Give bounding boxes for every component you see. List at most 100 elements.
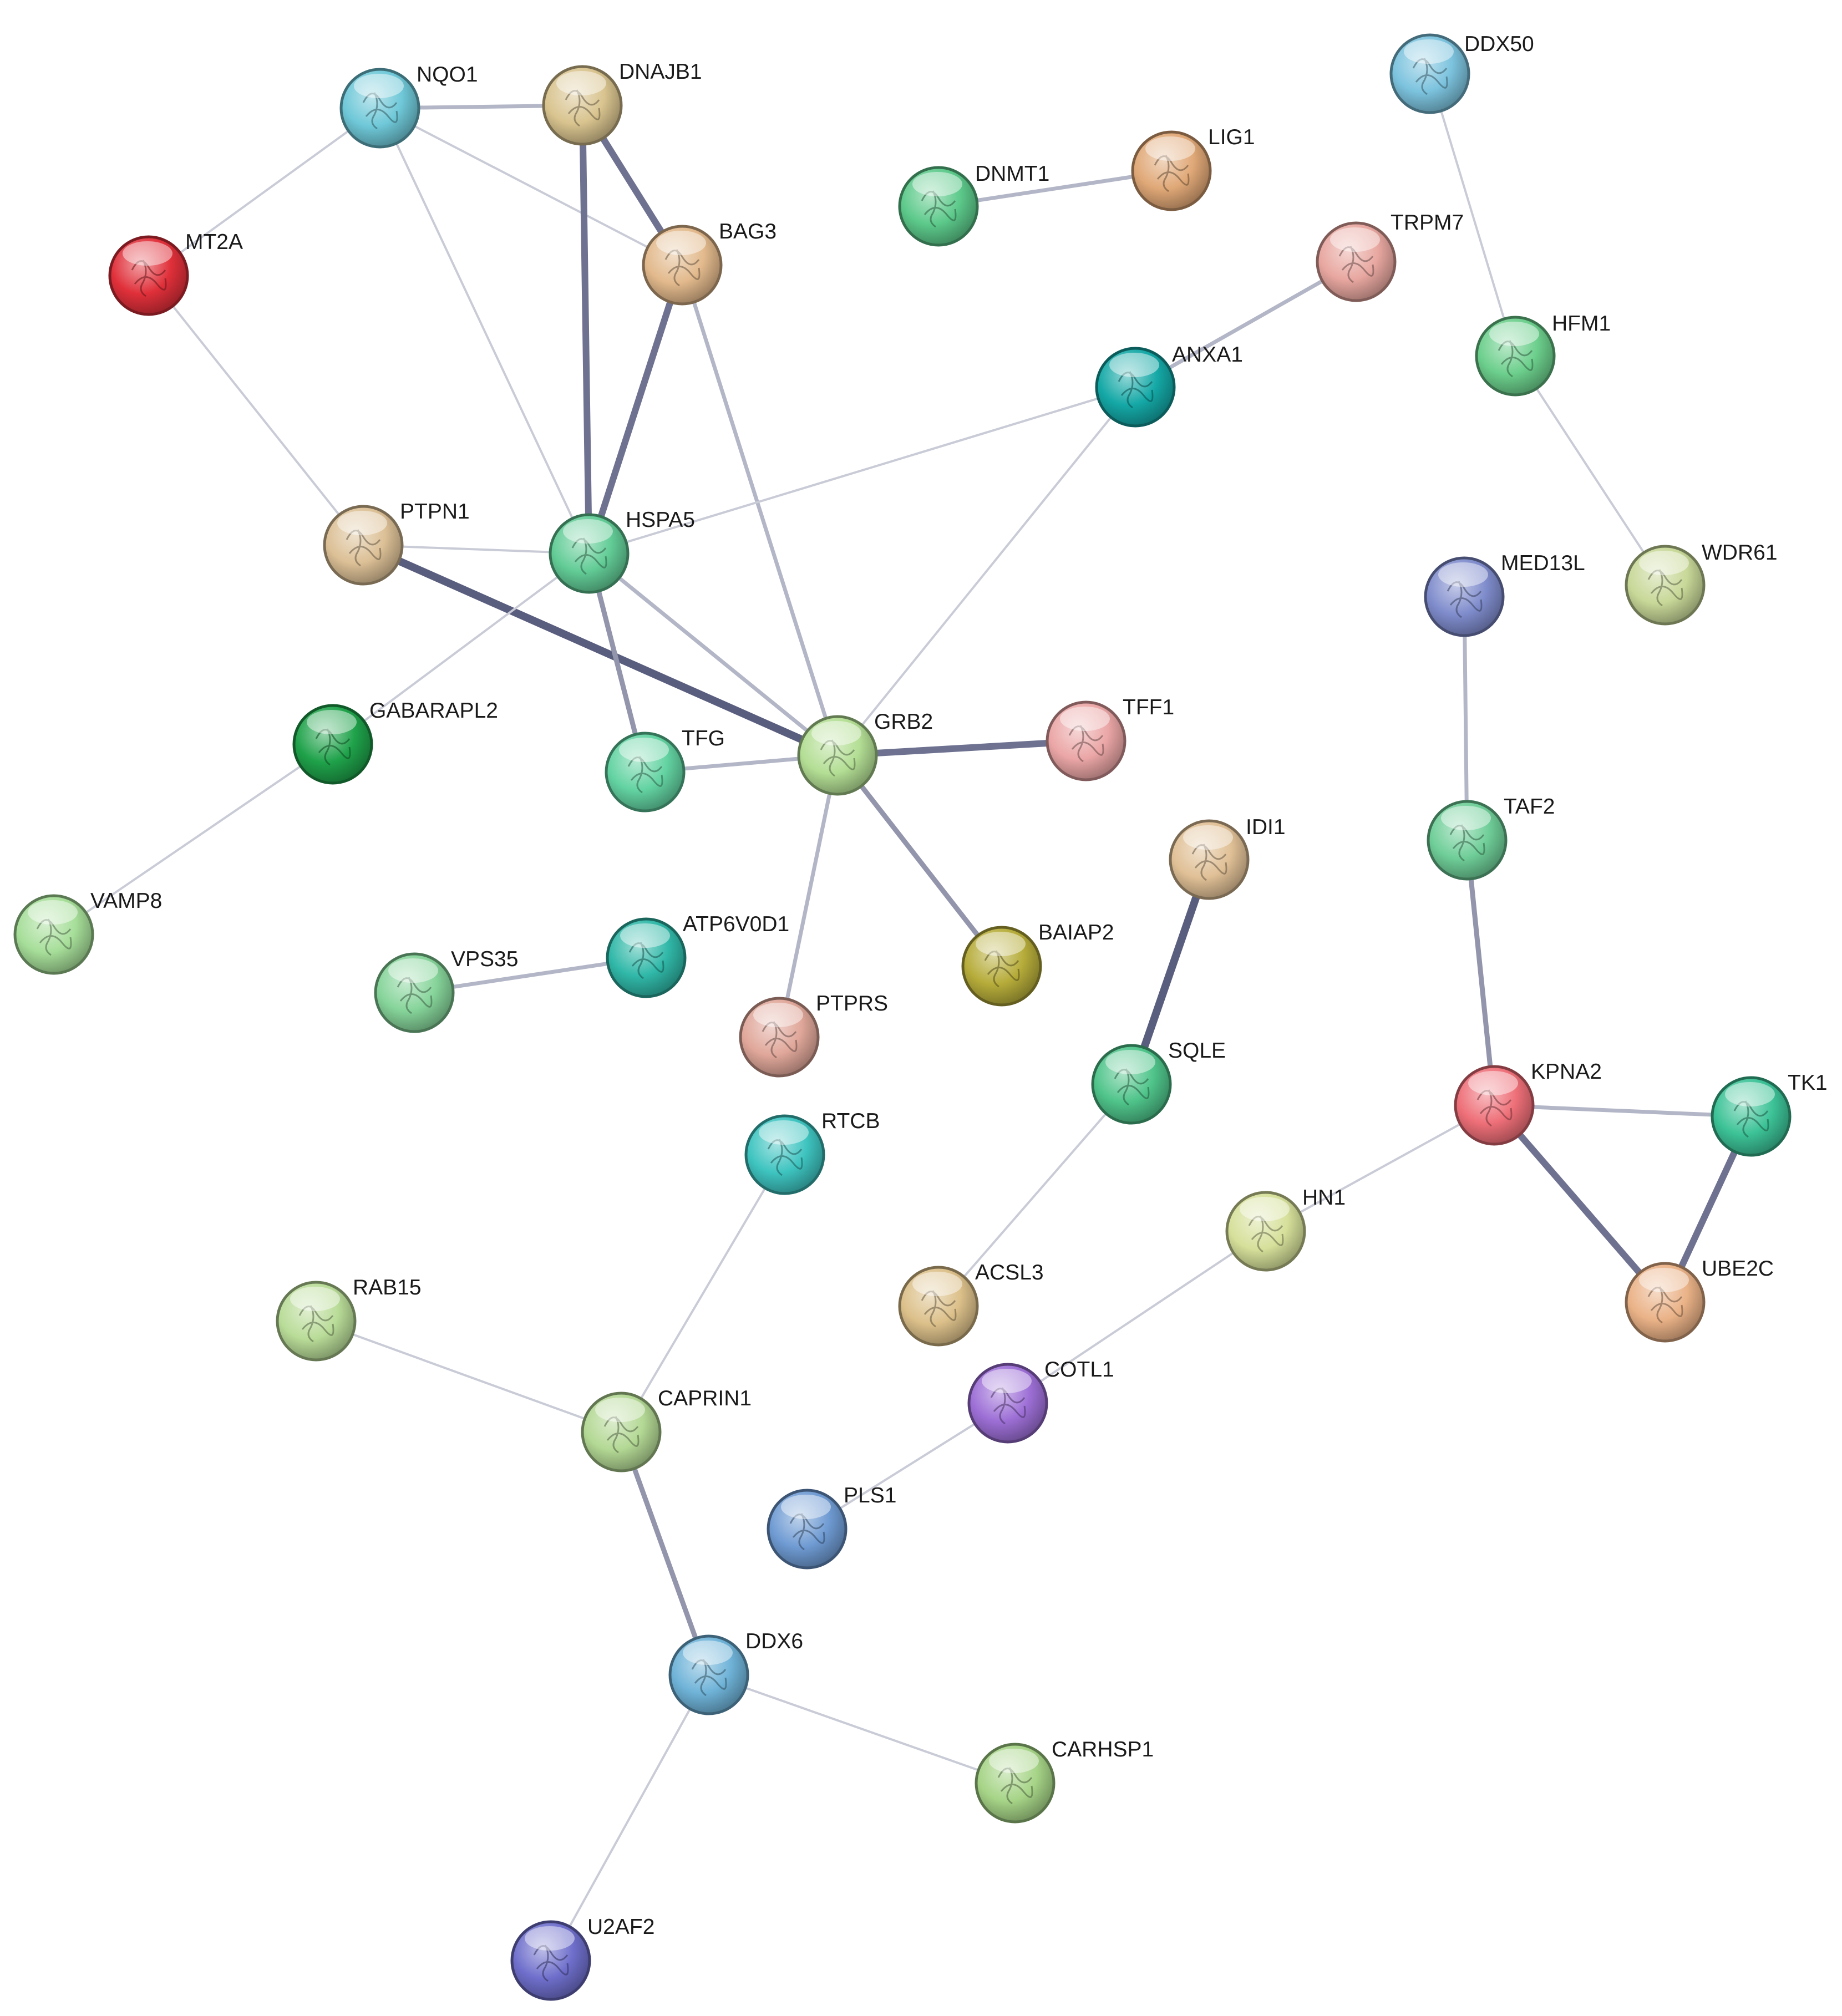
node-atp6v0d1[interactable]: ATP6V0D1 [606,912,789,998]
node-anxa1[interactable]: ANXA1 [1095,343,1243,428]
node-sphere[interactable] [1711,1076,1792,1157]
node-sphere[interactable] [1316,221,1397,302]
node-vps35[interactable]: VPS35 [374,947,518,1033]
node-sphere[interactable] [975,1743,1056,1824]
node-sqle[interactable]: SQLE [1091,1039,1226,1125]
node-sphere[interactable] [292,704,373,785]
node-ube2c[interactable]: UBE2C [1625,1257,1774,1343]
node-ddx50[interactable]: DDX50 [1389,32,1534,114]
node-ptprs[interactable]: PTPRS [739,992,888,1078]
node-mt2a[interactable]: MT2A [108,230,243,316]
node-sphere[interactable] [339,68,420,149]
protein-structure-icon [397,977,433,1014]
node-dnmt1[interactable]: DNMT1 [898,162,1049,247]
node-label: DDX6 [745,1629,803,1653]
node-sphere[interactable] [13,894,94,975]
node-ddx6[interactable]: DDX6 [668,1629,803,1715]
protein-structure-icon [921,1290,957,1328]
node-gloss [354,74,404,98]
node-vamp8[interactable]: VAMP8 [13,889,162,975]
edge-ptpn1-grb2 [359,541,841,759]
node-trpm7[interactable]: TRPM7 [1316,211,1464,302]
node-lig1[interactable]: LIG1 [1131,125,1255,211]
edge-dnajb1-hspa5 [579,102,592,557]
node-ptpn1[interactable]: PTPN1 [323,500,470,586]
node-baiap2[interactable]: BAIAP2 [961,921,1114,1007]
node-sphere[interactable] [1095,347,1176,428]
node-tff1[interactable]: TFF1 [1046,695,1174,781]
edge-anxa1-grb2 [836,386,1136,756]
node-sphere[interactable] [1454,1065,1535,1146]
edge-mt2a-ptpn1 [148,275,364,546]
node-label: NQO1 [417,63,478,87]
node-carhsp1[interactable]: CARHSP1 [975,1738,1154,1824]
node-sphere[interactable] [1625,545,1706,626]
node-gloss [1240,1197,1290,1221]
node-sphere[interactable] [323,505,404,586]
node-sphere[interactable] [767,1489,848,1570]
edge-kpna2-tk1 [1492,1103,1753,1119]
node-sphere[interactable] [276,1281,357,1362]
node-pls1[interactable]: PLS1 [767,1484,896,1570]
node-nqo1[interactable]: NQO1 [339,63,478,149]
node-kpna2[interactable]: KPNA2 [1454,1060,1602,1146]
node-caprin1[interactable]: CAPRIN1 [581,1387,752,1472]
edge-grb2-baiap2 [835,753,1004,969]
node-sphere[interactable] [1389,33,1470,114]
node-sphere[interactable] [1046,700,1126,781]
node-sphere[interactable] [1131,130,1212,211]
protein-structure-icon [984,950,1020,988]
node-wdr61[interactable]: WDR61 [1625,541,1778,626]
node-sphere[interactable] [967,1363,1048,1444]
node-sphere[interactable] [1625,1262,1706,1343]
node-hn1[interactable]: HN1 [1225,1186,1346,1272]
node-hspa5[interactable]: HSPA5 [549,508,695,594]
node-rtcb[interactable]: RTCB [744,1109,880,1195]
node-sphere[interactable] [642,225,723,306]
node-sphere[interactable] [605,732,686,813]
node-bag3[interactable]: BAG3 [642,220,777,306]
node-sphere[interactable] [374,952,455,1033]
node-sphere[interactable] [549,513,630,594]
node-idi1[interactable]: IDI1 [1169,815,1286,900]
node-gloss [759,1120,809,1145]
node-dnajb1[interactable]: DNAJB1 [542,60,702,146]
node-sphere[interactable] [898,1266,979,1347]
node-sphere[interactable] [739,997,820,1078]
node-sphere[interactable] [510,1920,591,2001]
node-u2af2[interactable]: U2AF2 [510,1915,654,2001]
node-sphere[interactable] [744,1114,825,1195]
node-tfg[interactable]: TFG [605,727,725,813]
node-sphere[interactable] [1091,1044,1172,1125]
node-sphere[interactable] [108,235,189,316]
protein-structure-icon [36,918,72,956]
node-rab15[interactable]: RAB15 [276,1276,422,1362]
node-cotl1[interactable]: COTL1 [967,1358,1114,1444]
node-label: ANXA1 [1172,343,1243,367]
node-sphere[interactable] [1424,556,1505,637]
protein-structure-icon [628,942,664,979]
node-sphere[interactable] [581,1392,662,1472]
node-hfm1[interactable]: HFM1 [1475,312,1611,397]
node-label: VPS35 [451,947,518,971]
edge-hn1-cotl1 [1007,1230,1267,1404]
node-gloss [563,519,613,544]
node-sphere[interactable] [542,65,623,146]
node-sphere[interactable] [1225,1191,1306,1272]
node-sphere[interactable] [898,166,979,247]
node-tk1[interactable]: TK1 [1711,1071,1828,1157]
node-med13l[interactable]: MED13L [1424,551,1585,637]
node-gabarapl2[interactable]: GABARAPL2 [292,699,498,785]
node-sphere[interactable] [606,917,687,998]
node-gloss [656,231,706,255]
node-taf2[interactable]: TAF2 [1427,795,1555,881]
node-label: TAF2 [1504,795,1555,819]
node-sphere[interactable] [961,926,1042,1007]
node-sphere[interactable] [668,1634,749,1715]
node-sphere[interactable] [797,715,878,796]
node-sphere[interactable] [1475,316,1556,397]
node-grb2[interactable]: GRB2 [797,710,933,796]
node-acsl3[interactable]: ACSL3 [898,1261,1044,1347]
node-sphere[interactable] [1169,819,1250,900]
node-sphere[interactable] [1427,800,1508,881]
